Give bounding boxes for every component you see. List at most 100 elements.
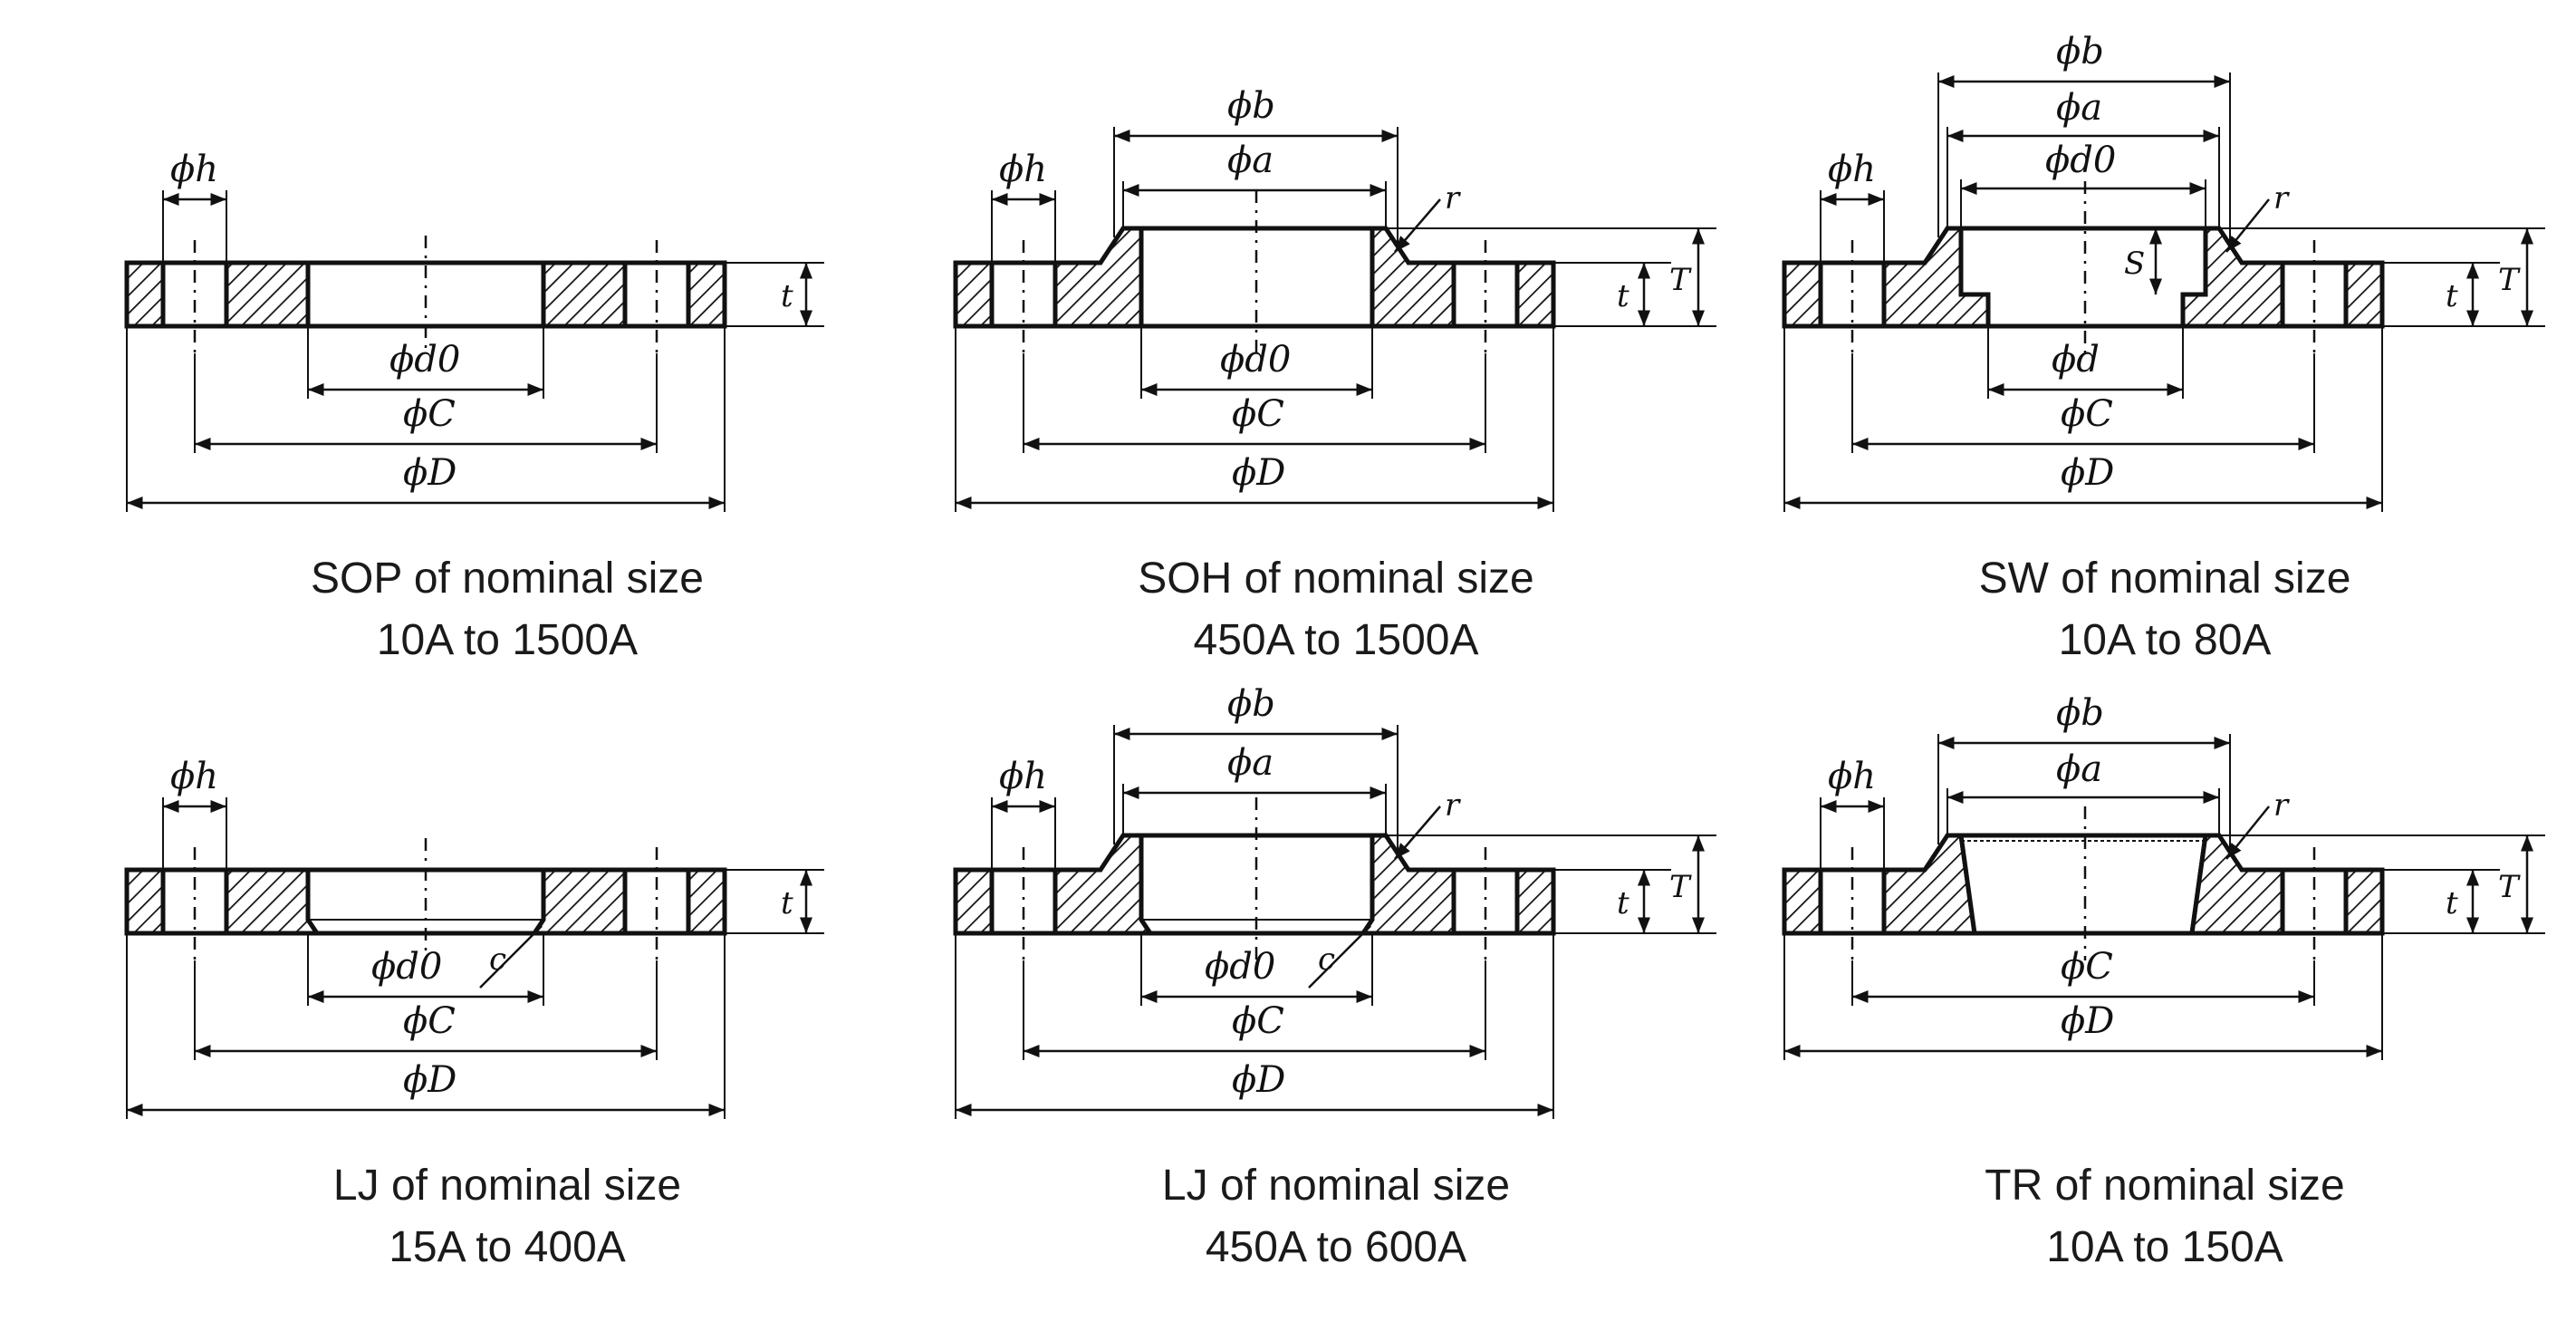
lj-large-caption: LJ of nominal size 450A to 600A (928, 1155, 1744, 1278)
lj-large-drawing: ϕh ϕb ϕa r t T c (953, 683, 1716, 1119)
sw-caption-line2: 10A to 80A (2058, 616, 2272, 664)
soh-label-d0: ϕd0 (1220, 339, 1291, 381)
sop-label-C: ϕC (403, 393, 456, 435)
panel-sw: ϕh ϕb ϕa ϕd0 r S (1757, 31, 2572, 671)
ljs-label-D: ϕD (403, 1059, 457, 1101)
tr-label-h: ϕh (1828, 756, 1876, 797)
tr-caption-line1: TR of nominal size (1985, 1162, 2345, 1210)
soh-hub-right (1370, 226, 1456, 329)
tr-caption-line2: 10A to 150A (2046, 1223, 2283, 1271)
panel-sop: ϕh t ϕd0 ϕC ϕD SOP of nominal size 10A t… (100, 36, 915, 670)
lj-large-caption-line2: 450A to 600A (1205, 1223, 1467, 1271)
ljl-label-h: ϕh (999, 756, 1047, 797)
sw-caption: SW of nominal size 10A to 80A (1757, 548, 2572, 671)
sw-socket-bore (1958, 226, 2208, 329)
tr-flange-right-rim (2343, 867, 2385, 936)
sop-label-h: ϕh (170, 149, 218, 190)
ljl-hub-left (1053, 833, 1155, 936)
ljl-label-d0: ϕd0 (1205, 946, 1275, 988)
tr-label-a: ϕa (2056, 748, 2102, 790)
soh-label-b: ϕb (1227, 85, 1275, 127)
tr-tapered-bore (1958, 833, 2208, 936)
soh-label-T: T (1669, 262, 1692, 298)
sw-flange-right-rim (2343, 260, 2385, 329)
ljs-label-c: c (489, 941, 506, 978)
sop-caption-line2: 10A to 1500A (376, 616, 639, 664)
sw-caption-line1: SW of nominal size (1978, 555, 2351, 603)
soh-label-C: ϕC (1232, 393, 1284, 435)
ljs-label-h: ϕh (170, 756, 218, 797)
ljl-label-a: ϕa (1227, 742, 1274, 784)
ljl-label-t: t (1617, 885, 1629, 921)
lj-small-drawing: ϕh t c ϕd0 ϕC ϕD (124, 756, 824, 1119)
sop-flange-left-body (224, 260, 311, 329)
sw-label-t: t (2446, 278, 2458, 314)
ljs-flange-right-body (530, 867, 628, 936)
ljl-label-D: ϕD (1232, 1059, 1285, 1101)
ljl-label-C: ϕC (1232, 1000, 1284, 1042)
soh-label-t: t (1617, 278, 1629, 314)
sw-label-C: ϕC (2061, 393, 2113, 435)
sw-label-d0: ϕd0 (2045, 140, 2116, 181)
tr-drawing: ϕh ϕb ϕa r t T ϕC (1782, 692, 2545, 1060)
ljl-label-T: T (1669, 869, 1692, 905)
panel-lj-large: ϕh ϕb ϕa r t T c (928, 643, 1744, 1278)
soh-caption-line1: SOH of nominal size (1138, 555, 1534, 603)
sop-caption: SOP of nominal size 10A to 1500A (100, 548, 915, 671)
lj-large-caption-line1: LJ of nominal size (1161, 1162, 1511, 1210)
tr-label-T: T (2498, 869, 2521, 905)
ljs-flange-left-rim (124, 867, 166, 936)
sop-flange-right-rim (686, 260, 727, 329)
ljl-flange-right-rim (1514, 867, 1556, 936)
ljl-label-r: r (1445, 787, 1461, 824)
ljs-flange-left-body (224, 867, 322, 936)
ljl-flange-left-rim (953, 867, 995, 936)
soh-label-D: ϕD (1232, 452, 1285, 494)
ljl-label-b: ϕb (1227, 683, 1275, 725)
panel-soh: ϕh ϕb ϕa r t T ϕd0 (928, 36, 1744, 670)
sop-label-t: t (781, 278, 793, 314)
lj-small-caption-line2: 15A to 400A (389, 1223, 626, 1271)
ljl-hub-right (1359, 833, 1456, 936)
sw-label-h: ϕh (1828, 149, 1876, 190)
ljl-label-c: c (1318, 941, 1335, 978)
tr-flange-left-rim (1782, 867, 1823, 936)
tr-caption: TR of nominal size 10A to 150A (1757, 1155, 2572, 1278)
soh-caption-line2: 450A to 1500A (1193, 616, 1479, 664)
tr-label-D: ϕD (2061, 1000, 2114, 1042)
tr-hub-right (2189, 833, 2285, 936)
soh-label-a: ϕa (1227, 140, 1274, 181)
panel-lj-small: ϕh t c ϕd0 ϕC ϕD LJ of nomin (100, 643, 915, 1278)
sop-label-D: ϕD (403, 452, 457, 494)
sop-flange-left-rim (124, 260, 166, 329)
sop-drawing: ϕh t ϕd0 ϕC ϕD (124, 149, 824, 512)
sop-flange-right-body (541, 260, 628, 329)
sw-drawing: ϕh ϕb ϕa ϕd0 r S (1782, 31, 2545, 512)
soh-drawing: ϕh ϕb ϕa r t T ϕd0 (953, 85, 1716, 512)
soh-label-h: ϕh (999, 149, 1047, 190)
sw-label-b: ϕb (2056, 31, 2104, 72)
soh-flange-left-rim (953, 260, 995, 329)
tr-label-b: ϕb (2056, 692, 2104, 734)
tr-label-C: ϕC (2061, 946, 2113, 988)
sw-label-a: ϕa (2056, 87, 2102, 129)
sw-label-d: ϕd (2052, 339, 2100, 381)
sw-label-D: ϕD (2061, 452, 2114, 494)
sw-label-r: r (2273, 180, 2290, 217)
ljs-label-C: ϕC (403, 1000, 456, 1042)
soh-hub-left (1053, 226, 1144, 329)
sw-label-T: T (2498, 262, 2521, 298)
sop-label-d0: ϕd0 (389, 339, 460, 381)
lj-small-caption: LJ of nominal size 15A to 400A (100, 1155, 915, 1278)
ljs-label-t: t (781, 885, 793, 921)
lj-small-caption-line1: LJ of nominal size (332, 1162, 682, 1210)
sop-caption-line1: SOP of nominal size (311, 555, 704, 603)
tr-label-r: r (2273, 787, 2290, 824)
sw-label-S: S (2124, 246, 2145, 282)
sw-flange-left-rim (1782, 260, 1823, 329)
soh-label-r: r (1445, 180, 1461, 217)
tr-label-t: t (2446, 885, 2458, 921)
soh-flange-right-rim (1514, 260, 1556, 329)
panel-tr: ϕh ϕb ϕa r t T ϕC (1757, 643, 2572, 1278)
